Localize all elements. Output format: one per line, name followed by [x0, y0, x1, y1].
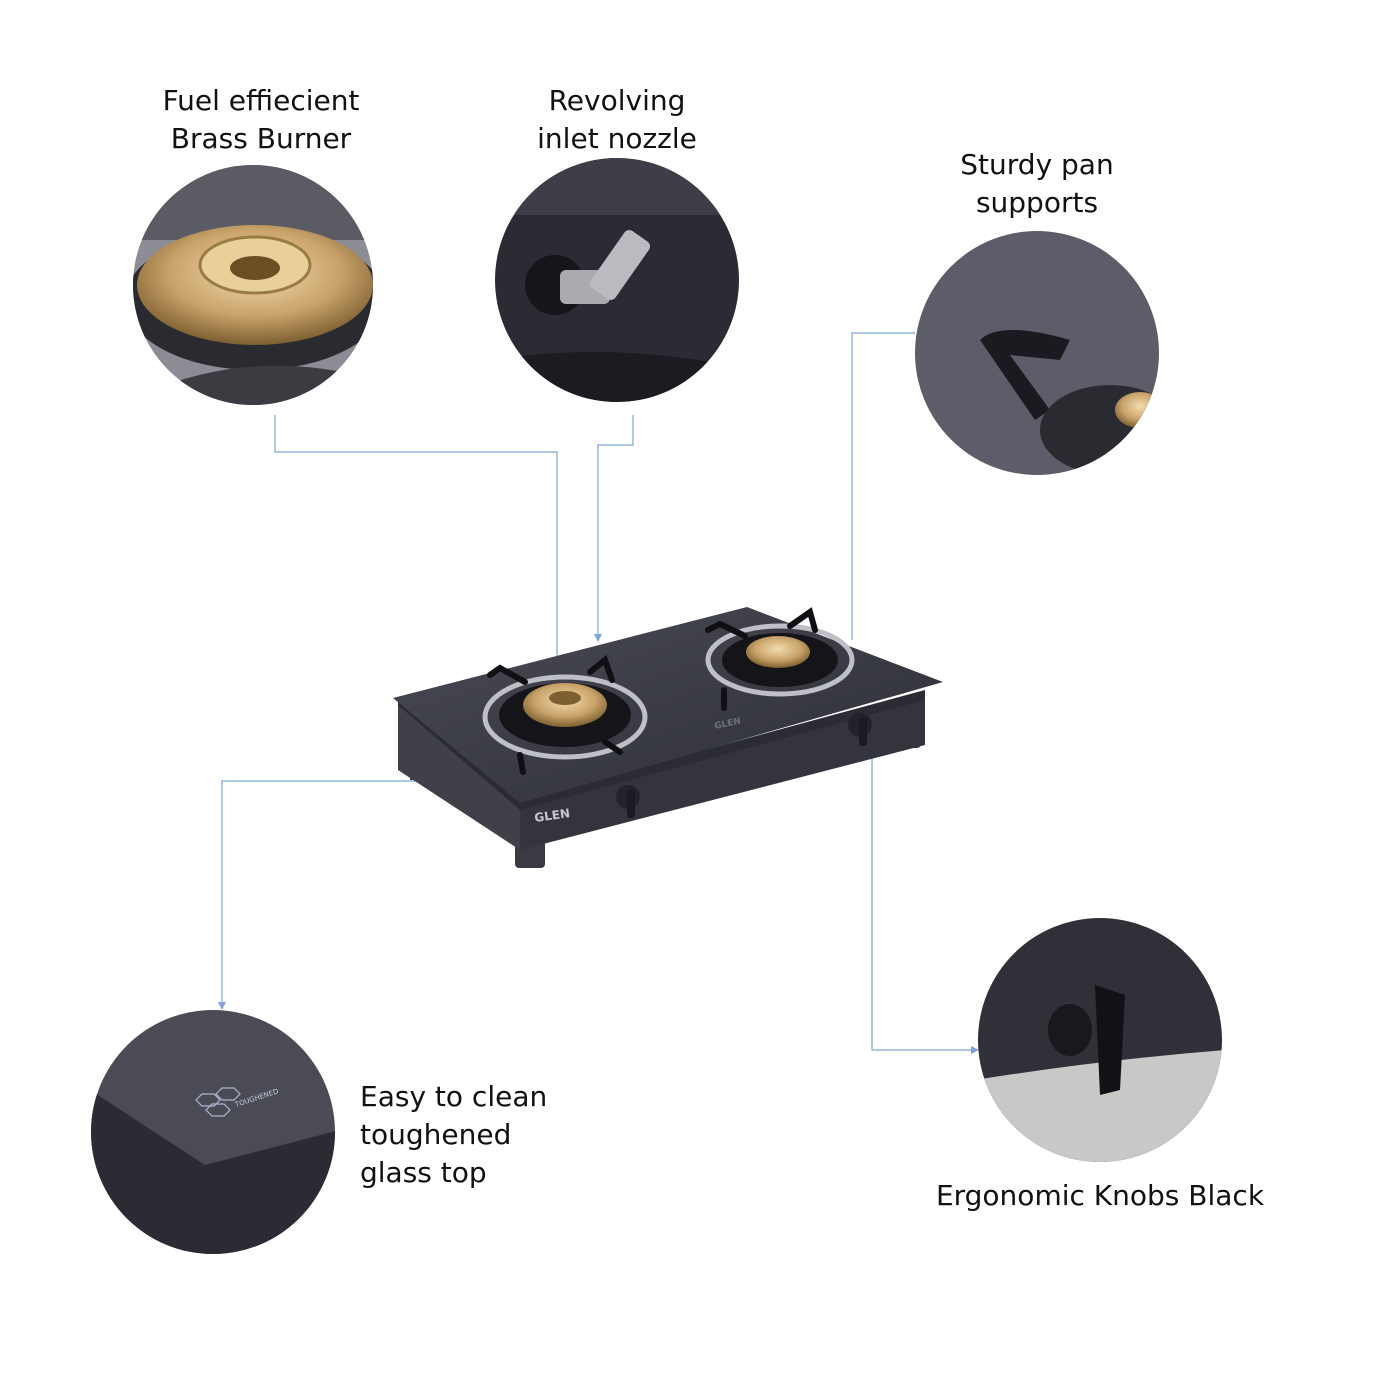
- connector-lines: [221, 332, 975, 1051]
- gas-stove-product-image: GLEN GLEN: [393, 607, 943, 868]
- feature-label-toughened-glass: Easy to clean toughened glass top: [360, 1078, 547, 1192]
- pan-support-detail-image: [915, 231, 1159, 475]
- brand-logo-front: GLEN: [533, 806, 570, 825]
- label-line: Ergonomic Knobs Black: [935, 1179, 1265, 1212]
- label-line: glass top: [360, 1156, 487, 1189]
- toughened-glass-detail-image: TOUGHENED: [91, 1010, 335, 1254]
- label-line: Fuel effiecient: [162, 84, 360, 117]
- knob-detail-image: [978, 918, 1222, 1162]
- toughened-glass-badge: [195, 1087, 241, 1117]
- label-line: inlet nozzle: [537, 122, 697, 155]
- connector-arrowheads: [218, 634, 979, 1054]
- label-line: Revolving: [548, 84, 686, 117]
- label-line: Brass Burner: [170, 122, 352, 155]
- feature-label-pan-supports: Sturdy pan supports: [960, 146, 1113, 222]
- feature-label-inlet-nozzle: Revolving inlet nozzle: [537, 82, 697, 158]
- label-line: supports: [975, 186, 1099, 219]
- brass-burner-detail-image: [133, 165, 373, 405]
- feature-label-knobs: Ergonomic Knobs Black: [936, 1177, 1264, 1215]
- inlet-nozzle-detail-image: [495, 158, 739, 402]
- label-line: Sturdy pan: [960, 148, 1114, 181]
- feature-label-brass-burner: Fuel effiecient Brass Burner: [163, 82, 360, 158]
- label-line: Easy to clean: [360, 1080, 548, 1113]
- label-line: toughened: [360, 1118, 512, 1151]
